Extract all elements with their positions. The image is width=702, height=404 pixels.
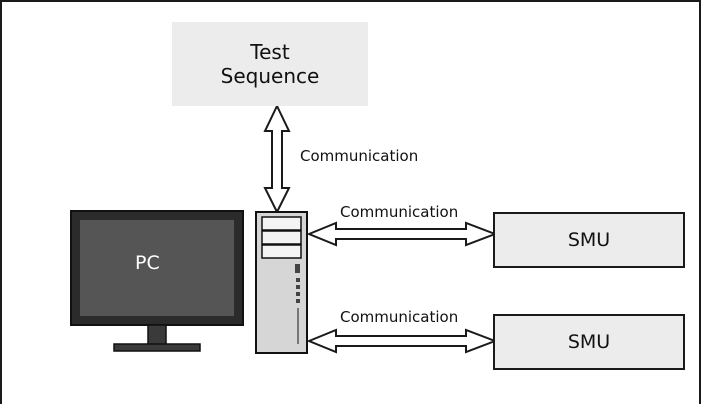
smu-label-1: SMU <box>567 229 611 251</box>
arrow-pc-to-smu-1 <box>306 221 498 247</box>
test-sequence-line-1: Test <box>250 40 290 64</box>
test-sequence-box: Test Sequence <box>172 22 368 106</box>
monitor-icon <box>70 210 244 352</box>
smu-box-2: SMU <box>493 314 685 370</box>
smu-label-2: SMU <box>567 331 611 353</box>
pc-tower-icon <box>255 211 308 354</box>
arrow-pc-to-smu-2 <box>306 328 498 354</box>
smu-box-1: SMU <box>493 212 685 268</box>
link-label-seq-pc: Communication <box>300 147 419 165</box>
arrow-seq-to-pc <box>263 103 291 215</box>
link-label-pc-smu-1: Communication <box>340 203 459 221</box>
test-sequence-line-2: Sequence <box>220 64 320 88</box>
pc-label: PC <box>135 252 160 274</box>
link-label-pc-smu-2: Communication <box>340 308 459 326</box>
